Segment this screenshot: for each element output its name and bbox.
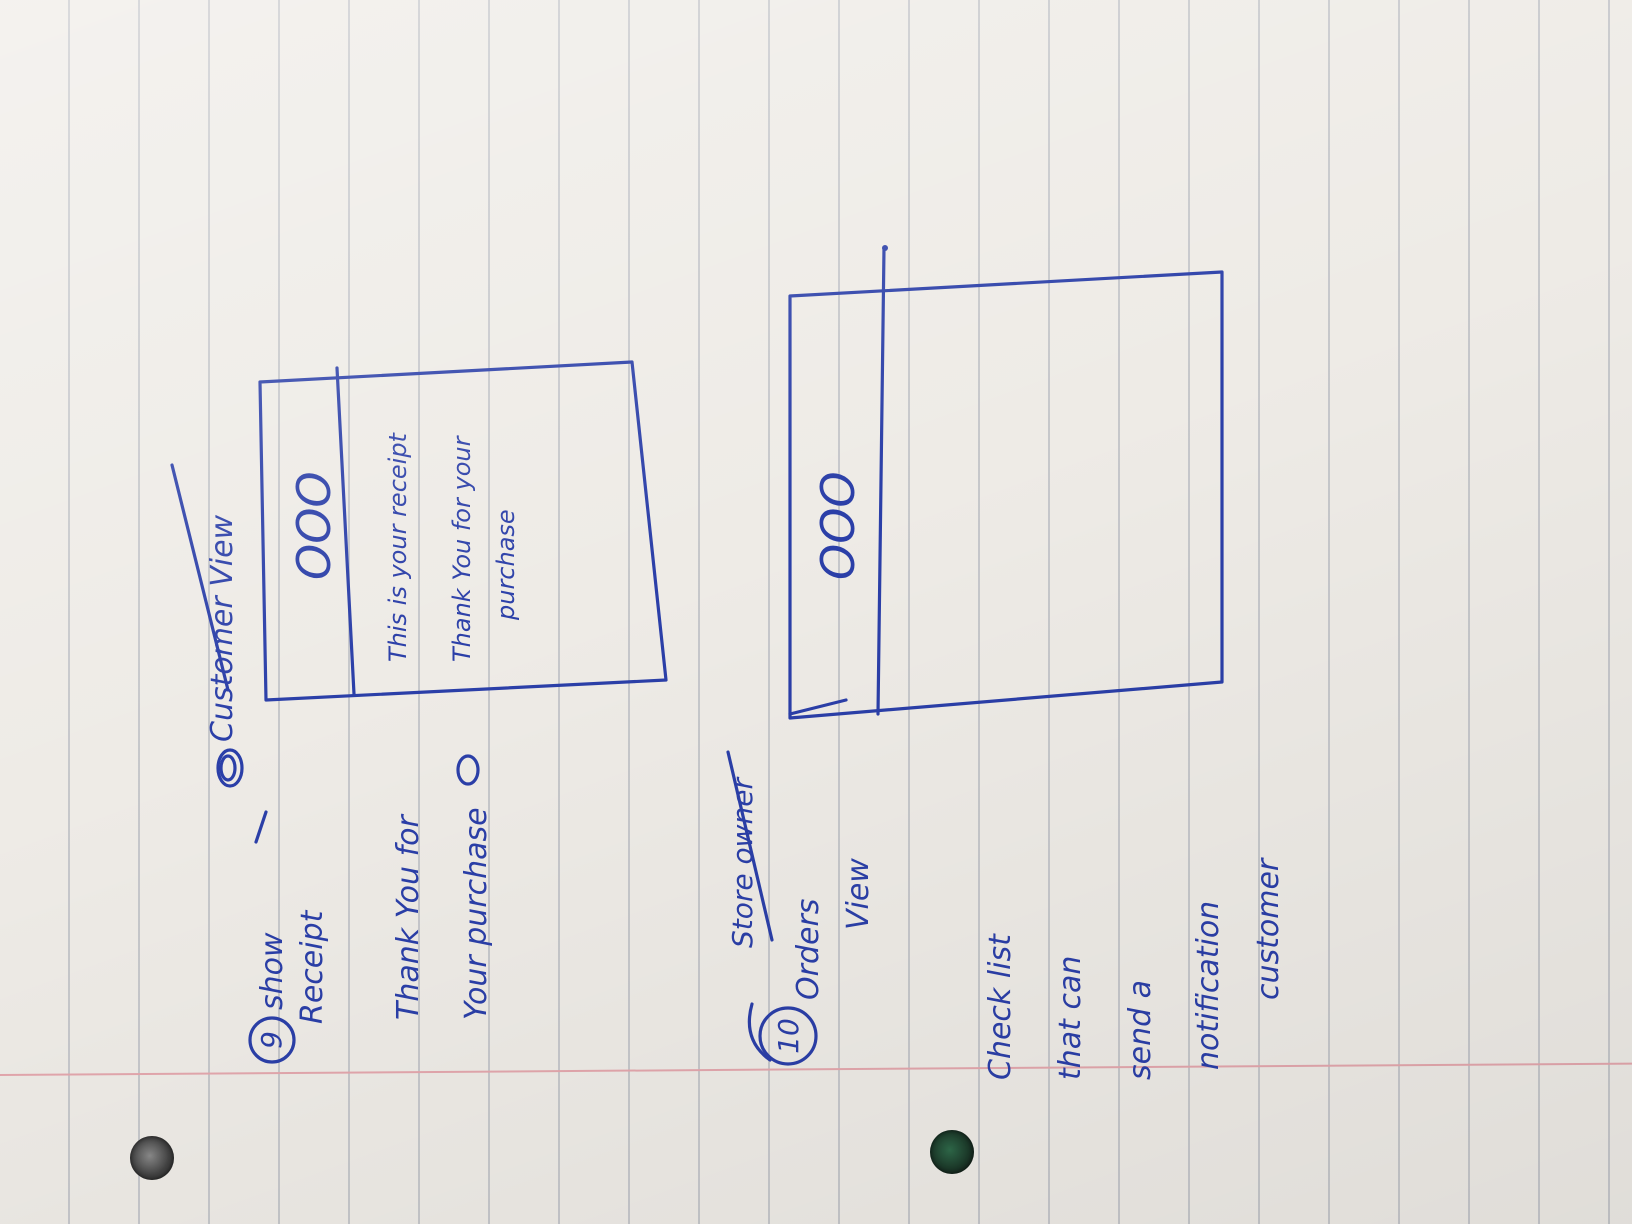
step-9-note-line2: Your purchase: [459, 807, 494, 1020]
step-9-note-line1: Thank You for: [391, 814, 426, 1020]
step-10-note-line1: Check list: [983, 933, 1018, 1080]
step-10-note-line2: that can: [1053, 956, 1088, 1080]
binder-hole: [930, 1130, 974, 1174]
step-10-note-line3: send a: [1123, 980, 1158, 1080]
step-10-title-line2: View: [841, 858, 876, 930]
scribble-mark: [456, 754, 480, 786]
store-owner-underline: [726, 750, 774, 942]
scribble-mark: [219, 754, 237, 782]
step-9-title-line1: show: [255, 932, 290, 1010]
customer-view-underline: [170, 463, 230, 692]
step-10-circle: [758, 1006, 818, 1066]
receipt-wireframe-header-divider: [335, 366, 356, 696]
step-10-note-line5: customer: [1251, 857, 1286, 1000]
orders-wireframe-frame: [788, 270, 1224, 720]
binder-hole: [130, 1136, 174, 1180]
step-9-title-line2: Receipt: [295, 909, 330, 1024]
scribble-mark: [216, 748, 244, 788]
dash-mark: [254, 810, 268, 844]
receipt-wireframe-header-dots: OOO: [287, 471, 341, 580]
receipt-wireframe-receipt-text: This is your receipt: [384, 431, 412, 662]
pen-dot: [882, 245, 888, 251]
step-10-note-line4: notification: [1191, 901, 1226, 1070]
step-10-circle-extra-stroke: [747, 1002, 772, 1062]
receipt-wireframe-thanks-line2: purchase: [492, 509, 520, 621]
orders-wireframe-header-divider: [876, 246, 886, 716]
receipt-wireframe-frame: [258, 360, 668, 702]
receipt-wireframe-thanks-line1: Thank You for your: [448, 434, 476, 662]
step-9-circle: [248, 1016, 296, 1064]
orders-wireframe-corner-stroke: [788, 698, 848, 716]
customer-view-label: Customer View: [205, 514, 240, 742]
orders-wireframe-header-dots: OOO: [811, 471, 865, 580]
step-10-number: 10: [772, 1018, 805, 1054]
step-10-title-line1: Orders: [791, 899, 826, 1000]
step-9-number: 9: [255, 1031, 288, 1049]
